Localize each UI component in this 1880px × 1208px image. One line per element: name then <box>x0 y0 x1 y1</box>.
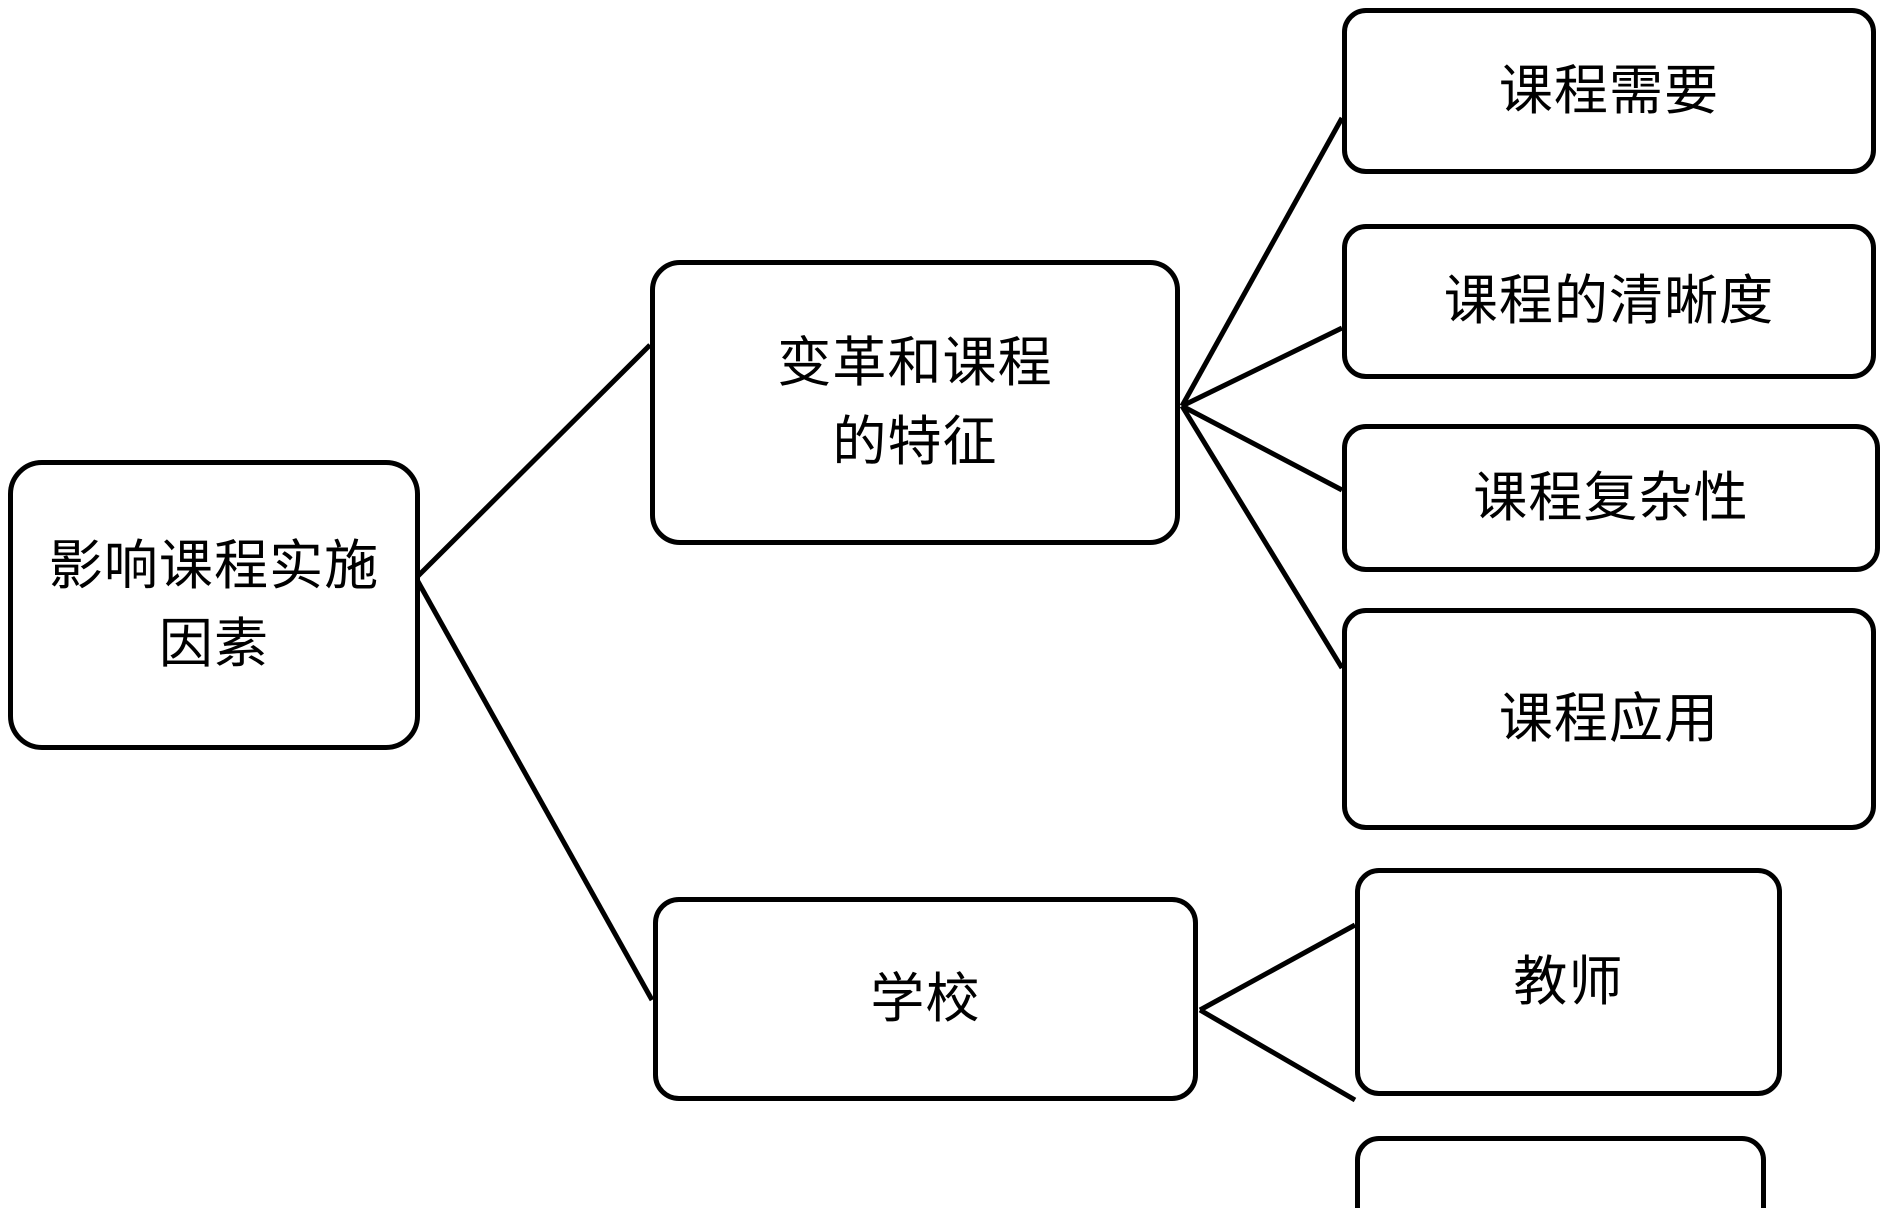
node-curriculum-need[interactable]: 课程需要 <box>1342 8 1876 174</box>
node-school[interactable]: 学校 <box>653 897 1198 1101</box>
node-complex-label: 课程复杂性 <box>1473 465 1749 529</box>
node-principal-label: 校长 <box>1505 1203 1615 1208</box>
edge-change-complex <box>1180 403 1344 493</box>
node-teacher[interactable]: 教师 <box>1355 868 1782 1096</box>
edge-school-principal <box>1198 1007 1357 1103</box>
edge-change-need <box>1179 116 1345 408</box>
edge-root-change <box>414 343 652 580</box>
node-curriculum-application[interactable]: 课程应用 <box>1342 608 1876 830</box>
node-root[interactable]: 影响课程实施 因素 <box>8 460 420 750</box>
node-school-label: 学校 <box>870 966 981 1030</box>
edge-school-teacher <box>1198 922 1357 1013</box>
node-change-label: 变革和课程 的特征 <box>777 331 1053 473</box>
node-teacher-label: 教师 <box>1513 949 1624 1013</box>
node-root-label: 影响课程实施 因素 <box>48 533 380 675</box>
edge-change-clarity <box>1180 325 1344 409</box>
node-principal[interactable]: 校长 <box>1355 1136 1766 1208</box>
node-curriculum-complexity[interactable]: 课程复杂性 <box>1342 424 1880 572</box>
edge-root-school <box>413 576 655 1002</box>
node-need-label: 课程需要 <box>1498 58 1720 122</box>
node-curriculum-clarity[interactable]: 课程的清晰度 <box>1342 224 1876 379</box>
node-change-and-curriculum-features[interactable]: 变革和课程 的特征 <box>650 260 1180 545</box>
node-clarity-label: 课程的清晰度 <box>1443 269 1775 333</box>
edge-change-apply <box>1179 404 1345 670</box>
node-apply-label: 课程应用 <box>1498 686 1720 750</box>
